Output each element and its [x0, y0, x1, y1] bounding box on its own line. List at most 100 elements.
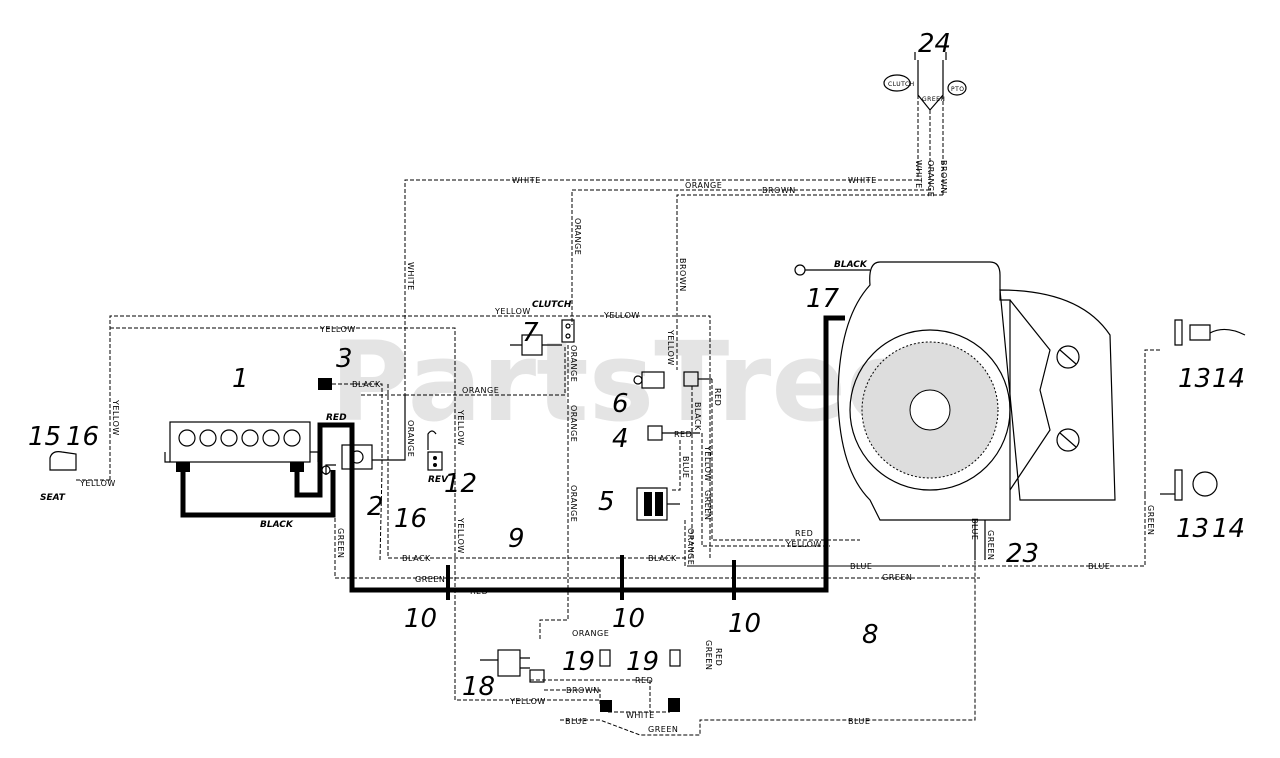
wire-white-label-1: WHITE [512, 176, 541, 185]
wire-green-label-1: GREEN [336, 528, 345, 558]
wire-green-label-2: GREEN [415, 575, 445, 584]
wire-orange [571, 189, 930, 325]
callout-13b: 13 [1176, 514, 1209, 544]
callout-16a: 16 [66, 422, 99, 452]
wire-yellow-label-3: YELLOW [111, 399, 120, 436]
wire-orange-label-8: ORANGE [569, 345, 578, 382]
callout-2: 2 [367, 492, 384, 522]
wire-orange-top: ORANGE [926, 160, 935, 197]
wire-red-label-2: RED [795, 529, 813, 538]
wire-yellow-label-10: YELLOW [509, 697, 546, 706]
battery [164, 421, 319, 472]
fuse-holder: BLACK [318, 378, 383, 561]
wire-brown [676, 194, 943, 370]
wire-orange-label-9: ORANGE [686, 528, 695, 565]
wire-green-label-3: GREEN [882, 573, 912, 582]
wire-orange-label-6: ORANGE [569, 485, 578, 522]
callout-23: 23 [1006, 539, 1039, 569]
callout-18: 18 [462, 672, 495, 702]
wire-blue-label-6: BLUE [848, 717, 870, 726]
wire-black-label-3: BLACK [352, 380, 381, 389]
wire-green-lights [1144, 349, 1160, 495]
pto-clutch-switch-harness: CLUTCH PTO GREEN WHITE ORANGE BROWN [883, 52, 967, 197]
wire-red-bottom [530, 679, 651, 712]
wire-blue-label-5: BLUE [565, 717, 587, 726]
wire-green-top: GREEN [922, 96, 945, 103]
clutch-tag: CLUTCH [888, 81, 915, 88]
wire-orange-label-1: ORANGE [685, 181, 722, 190]
wire-yellow-label-5: YELLOW [456, 409, 465, 446]
seat-label: SEAT [40, 493, 66, 503]
wire-red-label-main: RED [470, 587, 488, 596]
wire-red-label-4: RED [635, 676, 653, 685]
wire-brown-label-1: BROWN [762, 186, 796, 195]
wire-yellow-label-8: YELLOW [703, 445, 712, 482]
wire-blue-label-2: BLUE [850, 562, 872, 571]
wire-yellow-right [701, 433, 830, 547]
callout-10a: 10 [404, 604, 437, 634]
pto-tag: PTO [951, 86, 965, 93]
wire-yellow-inner [110, 327, 456, 690]
wire-yellow-label-1: YELLOW [494, 307, 531, 316]
callout-6: 6 [612, 389, 629, 419]
wire-black-label-1: BLACK [402, 554, 431, 563]
hour-meter [633, 371, 712, 389]
wire-red-label-1: RED [713, 388, 722, 406]
callout-12: 12 [444, 469, 477, 499]
watermark: PartsTree [330, 318, 921, 446]
wire-blue [690, 495, 1146, 567]
callout-15: 15 [28, 422, 61, 452]
ignition-module: RED [647, 425, 700, 441]
ground-strap-label: BLACK [834, 260, 868, 270]
callout-19b: 19 [626, 647, 659, 677]
wire-yellow-label-2: YELLOW [603, 311, 640, 320]
wire-brown-top: BROWN [939, 160, 948, 194]
wire-orange-label-5: ORANGE [569, 405, 578, 442]
callout-8: 8 [862, 620, 879, 650]
wire-orange-mid [405, 345, 566, 396]
wire-black [387, 384, 690, 559]
callout-9: 9 [508, 524, 525, 554]
wire-green-label-7: GREEN [648, 725, 678, 734]
wire-white-label-4: WHITE [626, 711, 655, 720]
callout-1: 1 [232, 364, 249, 394]
wire-white-label-3: WHITE [406, 262, 415, 291]
wire-orange-label-4: ORANGE [462, 386, 499, 395]
headlight-upper [1174, 319, 1246, 346]
seat-wire-yellow: YELLOW [79, 479, 116, 488]
wire-orange-label-3: ORANGE [406, 420, 415, 457]
engine: BLUE GREEN [837, 261, 1116, 560]
wire-orange-label-2: ORANGE [573, 218, 582, 255]
wire-yellow-label-7: YELLOW [666, 329, 675, 366]
wire-blue-label-3: BLUE [1088, 562, 1110, 571]
wire-green-label-4: GREEN [703, 490, 712, 520]
wire-orange-lower [539, 345, 569, 640]
callout-10c: 10 [728, 609, 761, 639]
wire-black-label-2: BLACK [648, 554, 677, 563]
relay [636, 487, 680, 521]
ignition-switch [480, 649, 545, 683]
wire-green-label-5: GREEN [1146, 505, 1155, 535]
callout-5: 5 [598, 487, 615, 517]
wire-blue-label-1: BLUE [681, 456, 690, 478]
callout-14a: 14 [1212, 364, 1245, 394]
callout-10b: 10 [612, 604, 645, 634]
callout-24: 24 [918, 29, 951, 59]
battery-cable-red-label: RED [326, 413, 347, 423]
wire-white-label-2: WHITE [848, 176, 877, 185]
wire-yellow-label-9: YELLOW [785, 540, 822, 549]
callout-14b: 14 [1212, 514, 1245, 544]
wire-brown-label-2: BROWN [678, 258, 687, 292]
wire-green [334, 470, 980, 579]
wire-yellow-loop [109, 315, 711, 560]
wire-yellow-label-4: YELLOW [319, 325, 356, 334]
wire-yellow-label-6: YELLOW [456, 517, 465, 554]
ground-strap: BLACK [794, 260, 870, 276]
callout-13a: 13 [1178, 364, 1211, 394]
battery-cable-red [294, 315, 845, 593]
callout-4: 4 [612, 424, 629, 454]
callout-17: 17 [806, 284, 840, 314]
wire-red-vert [711, 379, 860, 541]
wire-brown-label-3: BROWN [566, 686, 600, 695]
wire-blue-bottom [560, 560, 976, 736]
